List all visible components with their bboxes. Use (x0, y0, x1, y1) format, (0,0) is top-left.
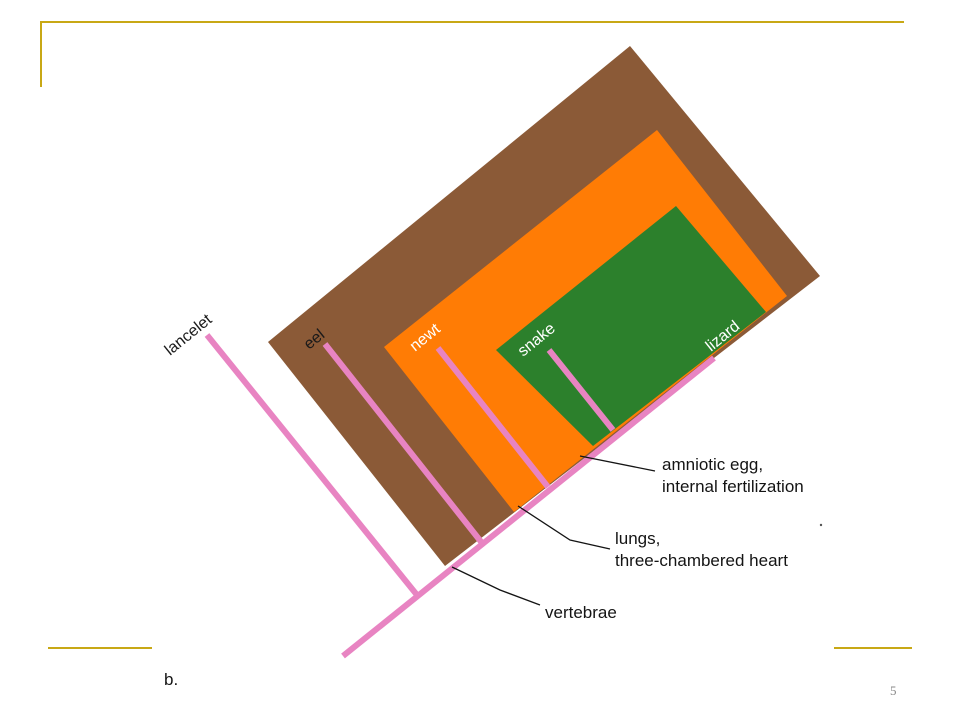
branch-lancelet (204, 333, 420, 597)
branch-eel (322, 342, 485, 545)
trait-label-lungs-line1: lungs, (615, 529, 660, 548)
slide-number: 5 (890, 683, 897, 698)
pointer-amniotic-egg (579, 455, 656, 472)
branch-snake (546, 348, 616, 432)
bottom-right-decor-line (834, 647, 912, 649)
trait-label-lungs-line2: three-chambered heart (615, 551, 788, 570)
trait-pointers (451, 455, 656, 606)
branch-newt (435, 346, 551, 489)
clade-amniote-region (496, 206, 766, 446)
stray-dot (819, 523, 823, 527)
trait-label-amniotic-egg-line1: amniotic egg, (662, 455, 763, 474)
trait-label-amniotic-egg-line2: internal fertilization (662, 477, 804, 496)
tree-main-axis (341, 355, 716, 659)
pointer-vertebrae (451, 566, 541, 606)
left-decor-line (40, 21, 42, 87)
trait-label-vertebrae: vertebrae (545, 603, 617, 622)
bottom-left-decor-line (48, 647, 152, 649)
phylogenetic-tree (204, 333, 716, 659)
top-decor-line (40, 21, 904, 23)
pointer-lungs (517, 505, 611, 550)
panel-letter: b. (164, 670, 178, 689)
